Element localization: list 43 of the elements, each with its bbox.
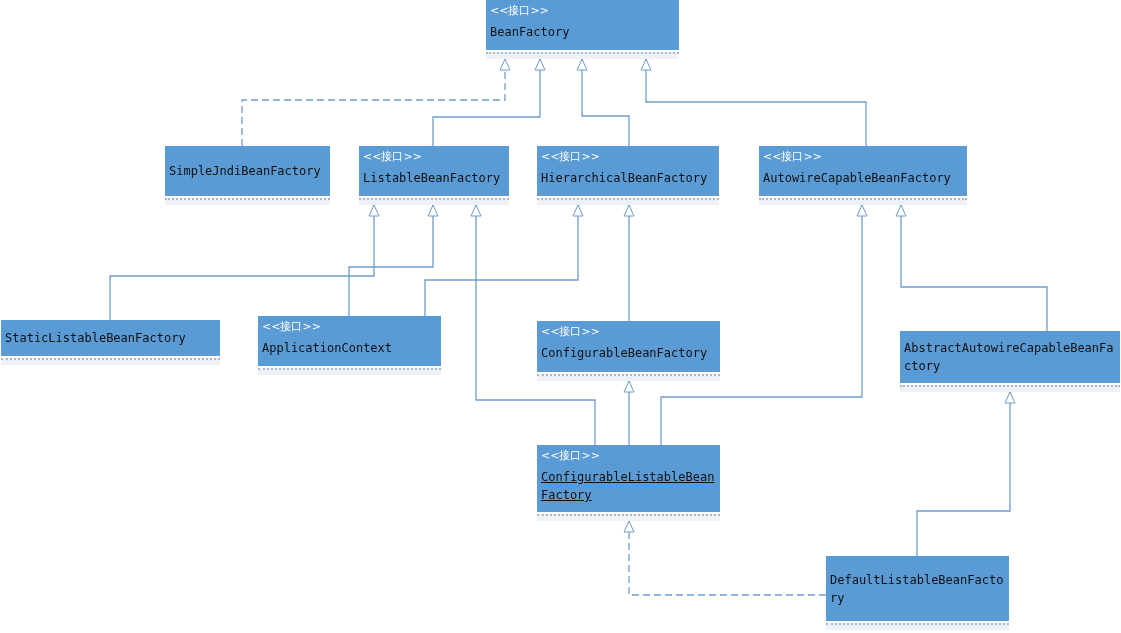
inheritance-arrow (424, 204, 584, 317)
inheritance-arrow (660, 204, 868, 446)
class-box (759, 146, 967, 205)
inheritance-arrow (640, 58, 867, 147)
class-name: AutowireCapableBeanFactory (763, 170, 952, 187)
class-name: DefaultListableBeanFactory (830, 571, 1005, 607)
class-name: StaticListableBeanFactory (5, 330, 187, 347)
class-name: ConfigurableListableBeanFactory (541, 469, 716, 504)
inheritance-arrow (623, 380, 635, 446)
class-box (537, 146, 719, 205)
class-box (826, 556, 1009, 630)
class-box (165, 146, 330, 205)
stereotype-label: <<接口>> (490, 3, 550, 19)
inheritance-arrow (348, 204, 439, 317)
inheritance-arrow (432, 58, 546, 147)
class-name: AbstractAutowireCapableBeanFactory (904, 340, 1115, 375)
class-box (900, 331, 1120, 392)
inheritance-arrow (109, 204, 380, 321)
inheritance-arrow (623, 204, 635, 322)
stereotype-label: <<接口>> (541, 149, 601, 165)
inheritance-arrow (623, 520, 827, 596)
class-box (1, 320, 220, 365)
stereotype-label: <<接口>> (763, 149, 823, 165)
inheritance-arrow (241, 58, 511, 147)
class-box (258, 316, 441, 375)
class-name: ConfigurableBeanFactory (541, 345, 709, 362)
stereotype-label: <<接口>> (541, 324, 601, 340)
inheritance-arrow (470, 204, 596, 446)
inheritance-arrow (895, 204, 1048, 332)
class-name: ApplicationContext (262, 340, 394, 357)
class-name: BeanFactory (490, 24, 571, 41)
stereotype-label: <<接口>> (262, 319, 322, 335)
inheritance-arrow (916, 391, 1016, 557)
stereotype-label: <<接口>> (363, 149, 423, 165)
inheritance-arrow (576, 58, 630, 147)
class-name: HierarchicalBeanFactory (541, 170, 709, 187)
class-name: SimpleJndiBeanFactory (169, 163, 322, 180)
class-box (537, 321, 720, 381)
class-box (537, 445, 720, 521)
class-name: ListableBeanFactory (363, 170, 502, 187)
class-box (486, 0, 679, 59)
class-box (359, 146, 509, 205)
stereotype-label: <<接口>> (541, 448, 601, 464)
